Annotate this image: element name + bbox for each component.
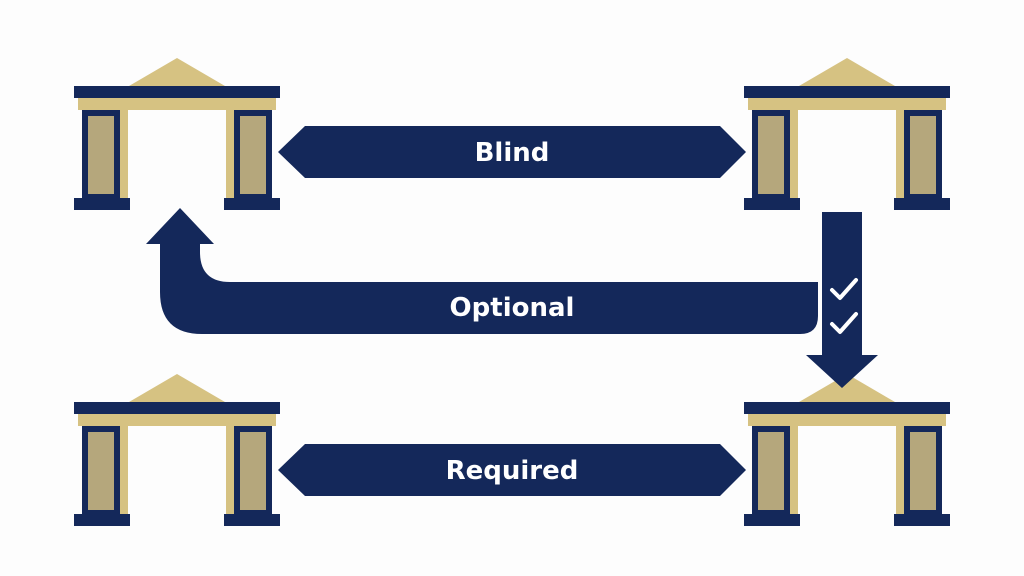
bank-building-icon [744,374,950,526]
check-icon [830,278,858,300]
check-icon [830,312,858,334]
bank-building-icon [74,58,280,210]
down-arrow [806,212,878,388]
bank-building-icon [74,374,280,526]
blind-label: Blind [475,138,550,168]
blind-arrow: Blind [278,126,746,178]
optional-arrow: Optional [146,208,818,334]
required-arrow: Required [278,444,746,496]
bank-building-icon [744,58,950,210]
optional-label: Optional [450,293,575,323]
required-label: Required [446,456,579,486]
